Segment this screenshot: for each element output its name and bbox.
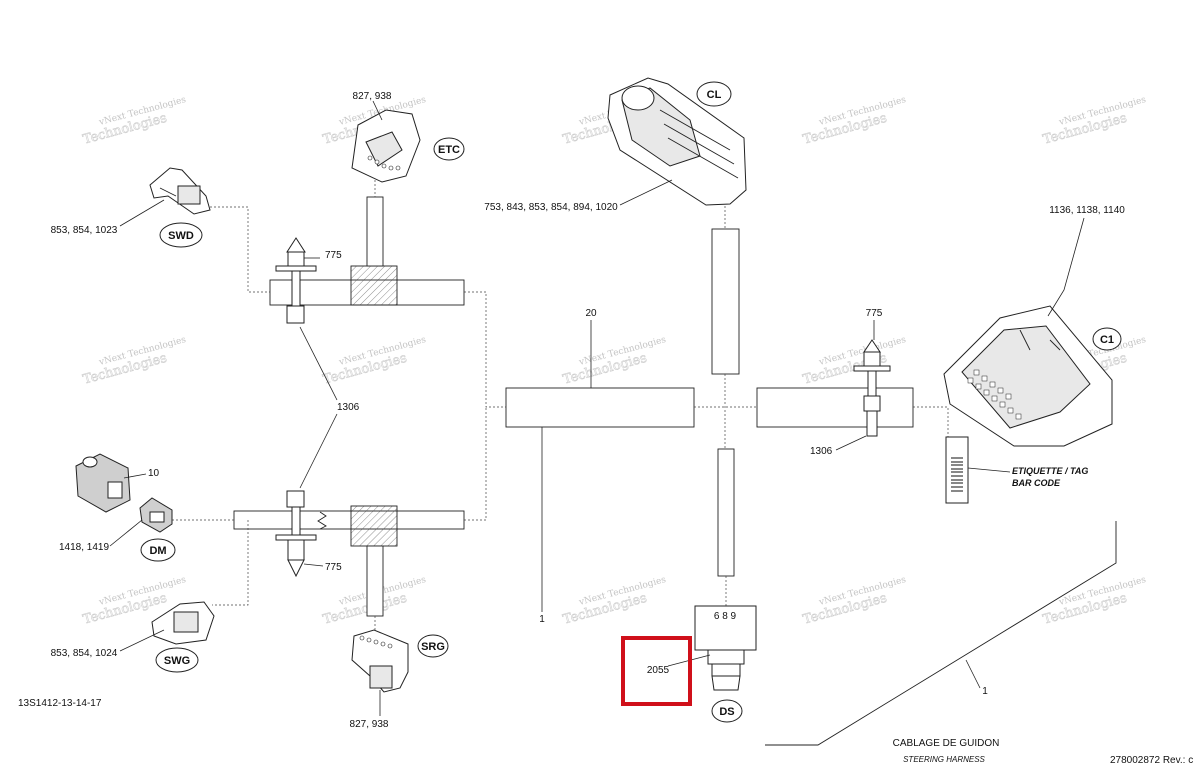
highlight-box-2055	[621, 636, 692, 706]
srg-part-label: 827, 938	[350, 719, 389, 730]
tag-swg: SWG	[155, 647, 199, 673]
harness-ref-label: 1	[982, 686, 988, 697]
cl-part-label: 753, 843, 853, 854, 894, 1020	[484, 202, 618, 213]
c1-pin-grid	[967, 369, 1022, 420]
swd-part-label: 853, 854, 1023	[51, 225, 118, 236]
ds-pin-numbers: 6 8 9	[714, 611, 737, 622]
cl-connector	[607, 77, 747, 206]
harness-junction-hatched	[350, 505, 398, 547]
swg-part-label: 853, 854, 1024	[51, 648, 118, 659]
bar-code-label: BAR CODE	[1012, 478, 1061, 488]
tag-srg: SRG	[417, 634, 449, 658]
etiquette-tag-label: ETIQUETTE / TAG	[1012, 466, 1088, 476]
harness-segment	[505, 387, 695, 428]
tag-cl: CL	[696, 81, 732, 107]
harness-segment	[711, 228, 740, 375]
dm-connector	[139, 497, 173, 533]
svg-text:ETC: ETC	[438, 144, 460, 156]
watermark: vNext Technologies Technologies	[321, 335, 427, 388]
ds-part-label: 2055	[647, 665, 670, 676]
svg-text:DS: DS	[719, 706, 734, 718]
watermark: vNext Technologies Technologies	[81, 335, 187, 388]
harness-junction-hatched	[350, 265, 398, 306]
srg-connector	[351, 629, 409, 693]
etc-connector	[351, 109, 421, 183]
leader-lines	[109, 100, 1085, 716]
drawing-code: 13S1412-13-14-17	[18, 698, 102, 709]
clip-label: 775	[325, 250, 342, 261]
bar-code-tag	[945, 436, 969, 504]
svg-text:SWG: SWG	[164, 655, 190, 667]
drawing-title-en: STEERING HARNESS	[903, 755, 985, 764]
harness-segment	[717, 448, 735, 577]
clip-775-bottom-left	[275, 490, 317, 578]
watermark: vNext Technologies Technologies	[561, 335, 667, 388]
harness-segment	[756, 387, 914, 428]
etc-part-label: 827, 938	[353, 91, 392, 102]
harness-segment	[366, 196, 384, 267]
clip-label: 775	[325, 562, 342, 573]
srg-pin-row	[359, 635, 393, 649]
watermark: vNext Technologies Technologies	[801, 575, 907, 628]
tie-label: 1306	[810, 446, 833, 457]
harness-ref-label: 1	[539, 614, 545, 625]
harness-ref-label: 20	[585, 308, 597, 319]
harness-segment	[366, 545, 384, 617]
watermark: vNext Technologies Technologies	[801, 335, 907, 388]
svg-text:SWD: SWD	[168, 230, 194, 242]
svg-text:DM: DM	[149, 545, 166, 557]
drawing-border	[765, 521, 1117, 746]
c1-part-label: 1136, 1138, 1140	[1049, 205, 1125, 216]
harness-segment	[233, 510, 465, 530]
svg-text:CL: CL	[707, 89, 722, 101]
tag-etc: ETC	[433, 137, 465, 161]
svg-text:SRG: SRG	[421, 641, 445, 653]
clip-775-top-left	[275, 237, 317, 324]
clip-label: 775	[866, 308, 883, 319]
component-10-sensor	[75, 453, 131, 513]
tag-ds: DS	[711, 699, 743, 723]
watermark: vNext Technologies Technologies	[1041, 575, 1147, 628]
ds-connector	[694, 605, 757, 691]
part-labels: 827, 938 753, 843, 853, 854, 894, 1020 8…	[18, 91, 1193, 766]
swd-connector	[149, 167, 211, 215]
harness-break-mark	[317, 511, 327, 530]
tie-label: 1306	[337, 402, 360, 413]
tag-swd: SWD	[159, 222, 203, 248]
dm-part-label: 1418, 1419	[59, 542, 109, 553]
watermark: vNext Technologies Technologies	[801, 95, 907, 148]
watermark: vNext Technologies Technologies	[561, 575, 667, 628]
clip-775-right	[853, 339, 891, 437]
drawing-title-fr: CABLAGE DE GUIDON	[893, 738, 1000, 749]
swg-connector	[151, 601, 215, 645]
document-number: 278002872 Rev.: c	[1110, 755, 1193, 766]
sensor-part-label: 10	[148, 468, 160, 479]
dashed-routing	[172, 172, 949, 632]
watermark: vNext Technologies Technologies	[1041, 95, 1147, 148]
svg-text:C1: C1	[1100, 334, 1114, 346]
tag-dm: DM	[140, 538, 176, 562]
tag-c1: C1	[1092, 327, 1122, 351]
watermark: vNext Technologies Technologies	[81, 95, 187, 148]
etc-pin-row	[367, 155, 401, 171]
c1-connector	[943, 305, 1113, 447]
